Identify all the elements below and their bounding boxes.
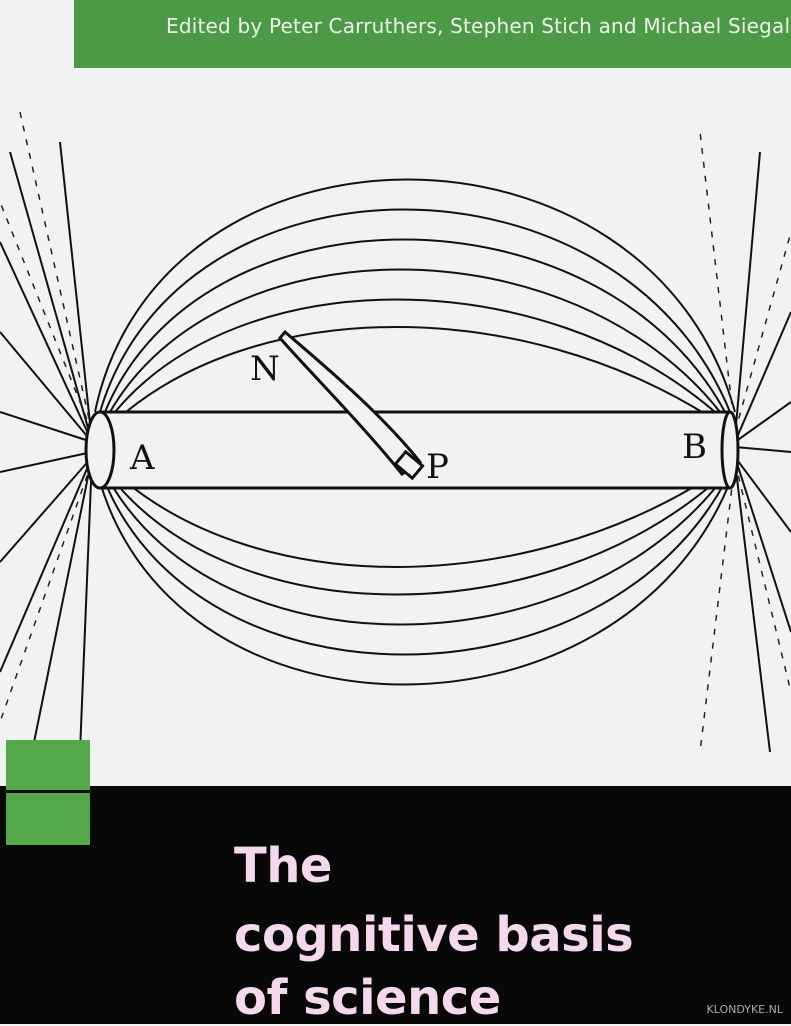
title-line-2: cognitive basis bbox=[234, 907, 634, 963]
title-line-3: of science bbox=[234, 970, 501, 1026]
magnet-end-a bbox=[84, 410, 116, 490]
compass-needle bbox=[278, 329, 425, 481]
title-band bbox=[0, 786, 791, 1024]
green-block-upper bbox=[6, 740, 90, 790]
label-a: A bbox=[129, 438, 155, 478]
green-block-lower bbox=[6, 793, 90, 845]
field-lines bbox=[0, 141, 791, 763]
label-p: P bbox=[426, 447, 449, 487]
field-lines-dashed bbox=[0, 112, 791, 753]
watermark: KLONDYKE.NL bbox=[706, 1003, 783, 1016]
editors-line: Edited by Peter Carruthers, Stephen Stic… bbox=[166, 14, 791, 38]
magnet-field-illustration: A B N P bbox=[0, 112, 791, 763]
magnet-end-b bbox=[720, 410, 740, 490]
title-line-1: The bbox=[234, 838, 332, 894]
label-b: B bbox=[682, 427, 707, 467]
label-n: N bbox=[250, 349, 280, 389]
editors-band: Edited by Peter Carruthers, Stephen Stic… bbox=[74, 0, 791, 68]
